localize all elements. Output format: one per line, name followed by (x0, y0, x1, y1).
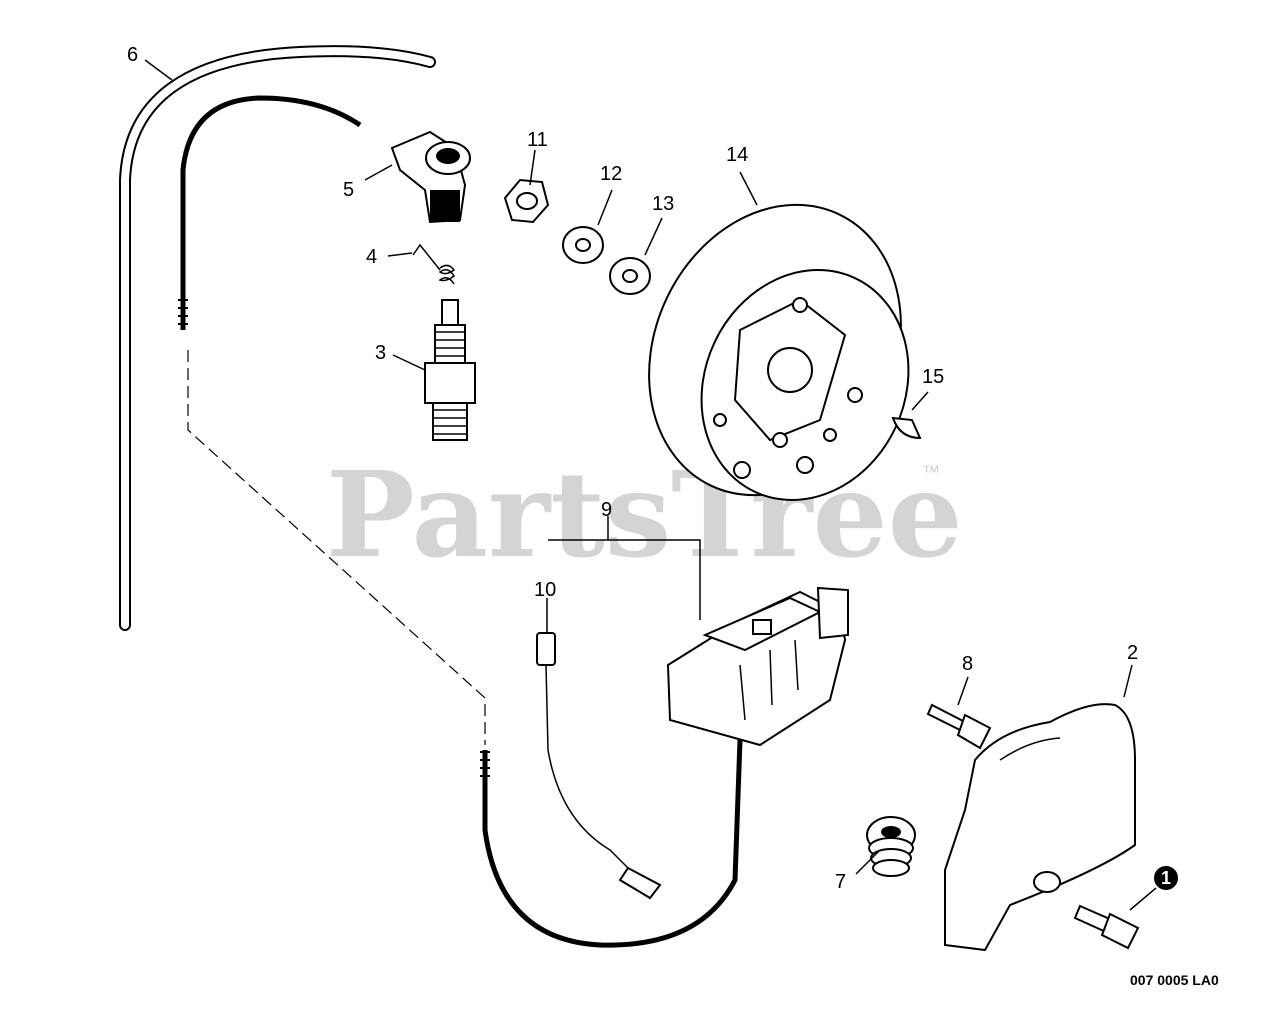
part-14-flywheel[interactable] (603, 163, 947, 536)
part-10-ground-wire[interactable] (536, 632, 662, 900)
reference-code: 007 0005 LA0 (1130, 972, 1219, 988)
part-2-cover[interactable] (944, 703, 1136, 952)
callout-9: 9 (601, 499, 612, 521)
part-4-spring[interactable] (412, 243, 456, 285)
callout-7: 7 (835, 871, 846, 893)
part-6-tube[interactable] (119, 45, 436, 631)
part-9-ignition-module[interactable] (666, 586, 849, 747)
callout-2: 2 (1127, 642, 1138, 664)
leader-lines (144, 59, 1157, 911)
watermark-trademark: ™ (922, 462, 940, 482)
callout-1-bullet: 1 (1154, 866, 1178, 890)
callout-15: 15 (922, 366, 944, 388)
callout-8: 8 (962, 653, 973, 675)
part-12-washer[interactable] (562, 226, 604, 264)
part-ignition-lead-lower[interactable] (480, 739, 743, 948)
callout-12: 12 (600, 163, 622, 185)
callout-3: 3 (375, 342, 386, 364)
part-8-bolt[interactable] (926, 703, 992, 750)
lead-connection-dashed (187, 350, 486, 745)
part-13-washer[interactable] (609, 257, 651, 295)
callout-1: 1 (1161, 868, 1171, 888)
callout-5: 5 (343, 179, 354, 201)
callout-4: 4 (366, 246, 377, 268)
part-3-spark-plug[interactable] (424, 299, 476, 441)
part-5-plug-boot[interactable] (390, 130, 471, 224)
part-1-bolt[interactable] (1073, 904, 1140, 950)
part-11-nut[interactable] (503, 178, 550, 224)
part-ignition-lead-upper[interactable] (178, 95, 362, 330)
callout-13: 13 (652, 193, 674, 215)
callout-11: 11 (527, 129, 548, 151)
part-7-grommet[interactable] (866, 816, 916, 877)
part-15-key[interactable] (891, 416, 922, 440)
callout-6: 6 (127, 44, 138, 66)
callout-14: 14 (726, 144, 748, 166)
callout-10: 10 (534, 579, 556, 601)
